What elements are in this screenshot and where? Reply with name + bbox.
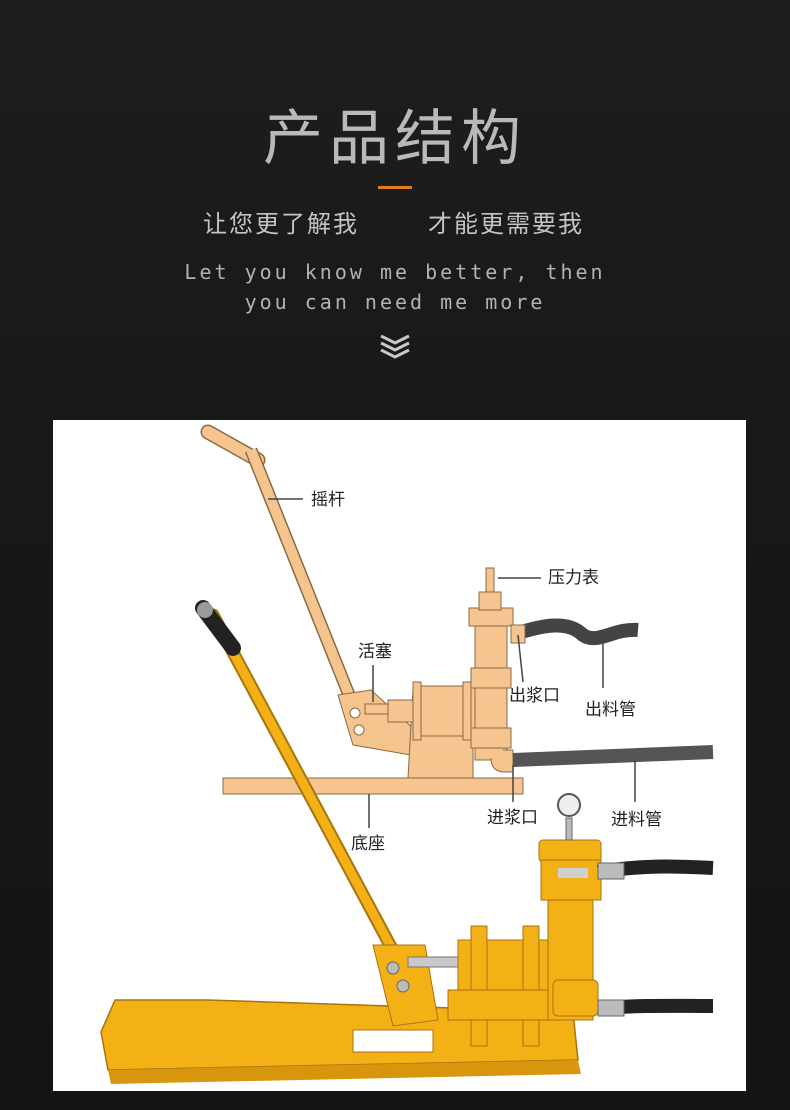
schematic-outlet-hose [512,618,639,646]
chevron-down-icon [380,334,410,359]
product-pressure-gauge [557,793,581,817]
structure-diagram-panel: 摇杆 压力表 活塞 出浆口 出料管 进浆口 进料管 底座 [53,420,746,1091]
label-piston: 活塞 [358,642,392,662]
label-outlet: 出浆口 [509,686,560,706]
pump-schematic-drawing [200,424,714,828]
english-tagline-line1: Let you know me better, then [184,260,606,284]
english-tagline-line2: you can need me more [244,290,546,314]
pump-product-illustration [100,600,714,1084]
label-base: 底座 [351,834,385,854]
page-title: 产品结构 [263,104,527,174]
label-rocker: 摇杆 [311,490,345,510]
label-pressure-gauge: 压力表 [548,568,599,588]
subtitle-right: 才能更需要我 [428,210,584,238]
subtitle-left: 让您更了解我 [203,210,359,238]
label-inlet: 进浆口 [487,808,538,828]
label-inlet-pipe: 进料管 [611,810,662,830]
title-accent-line [378,186,412,189]
schematic-inlet-hose [512,745,714,767]
label-outlet-pipe: 出料管 [585,700,636,720]
